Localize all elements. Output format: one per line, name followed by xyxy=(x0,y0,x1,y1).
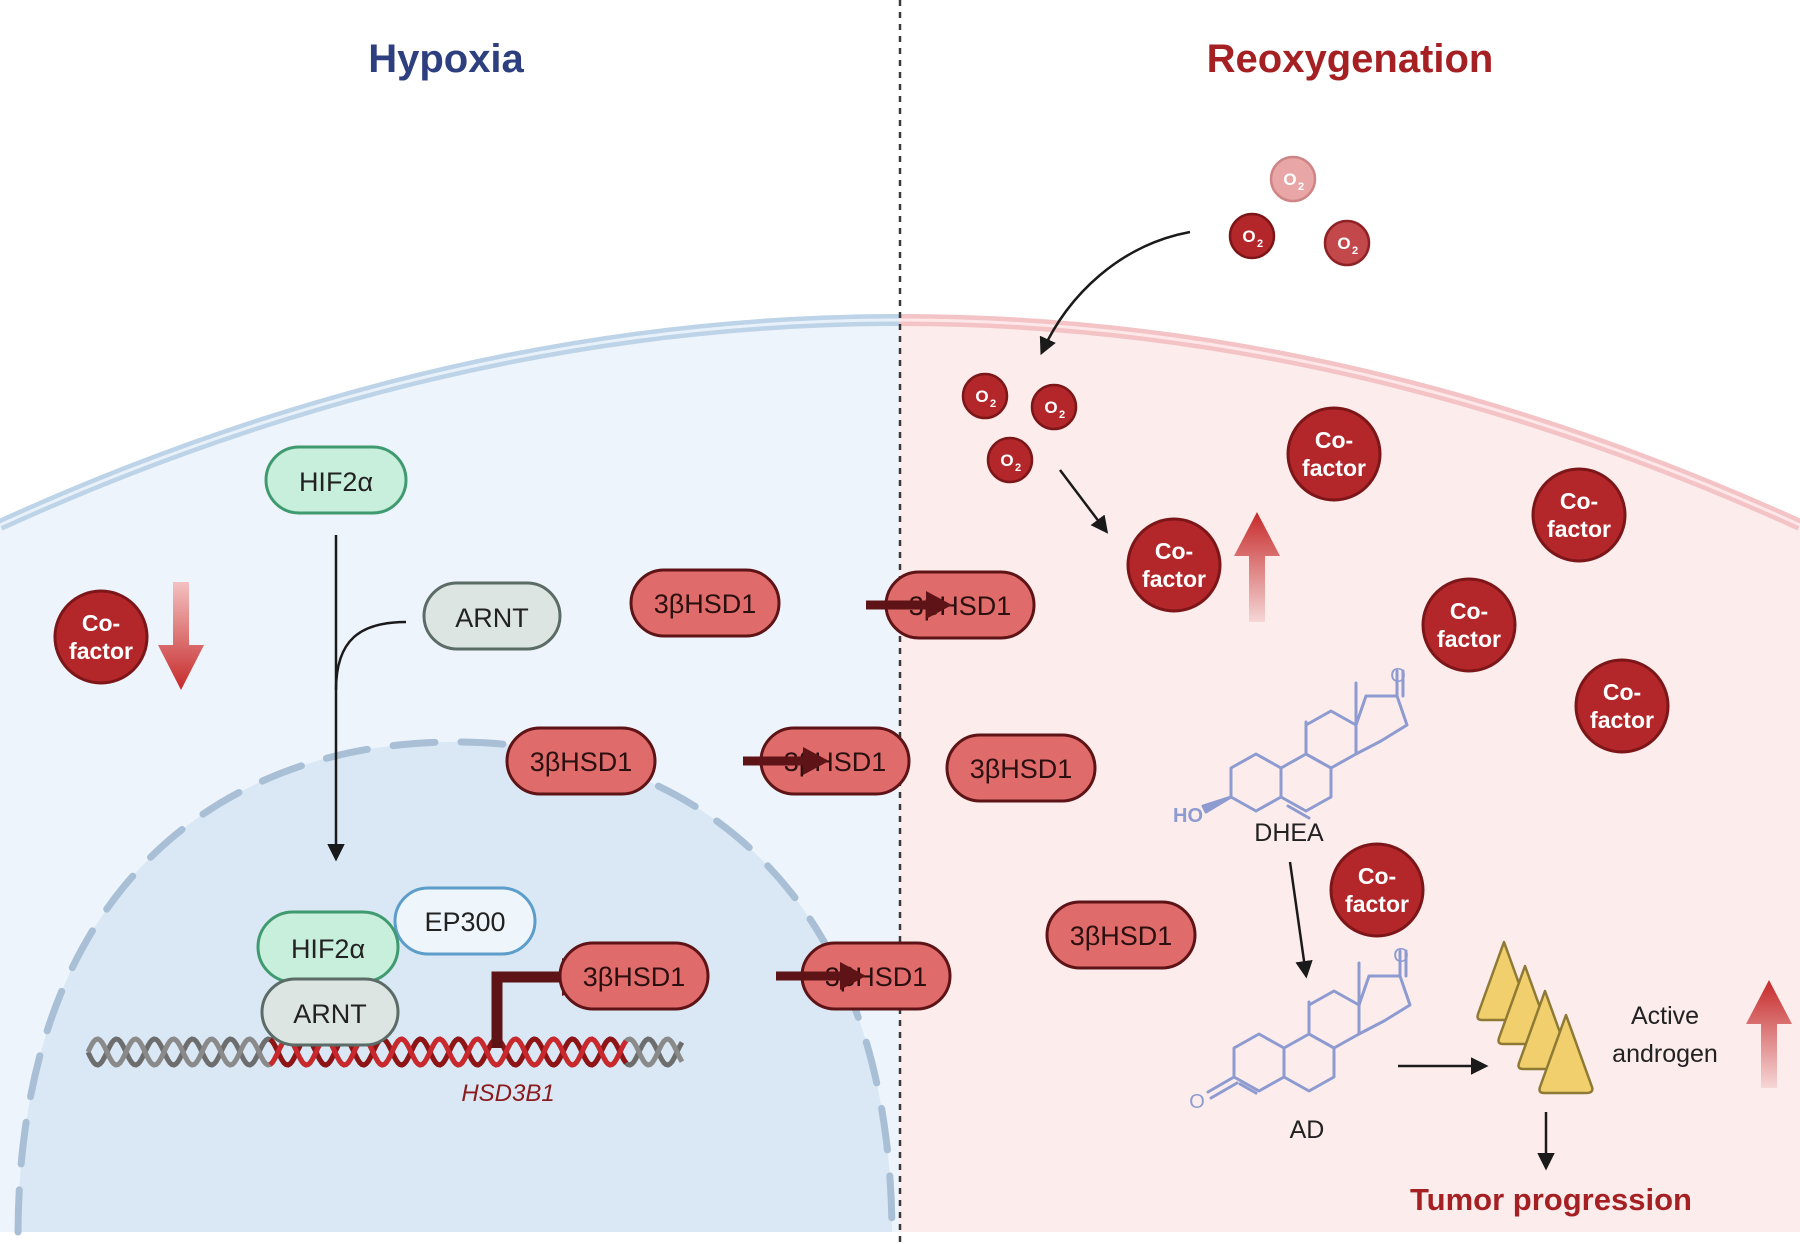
cofactor-label-line1: Co- xyxy=(1603,679,1641,705)
cofactor-label-line2: factor xyxy=(1590,707,1654,733)
hsd3b1-label: 3βHSD1 xyxy=(530,747,633,777)
hsd3b1-label: 3βHSD1 xyxy=(970,754,1073,784)
oxygen-entry-arrow xyxy=(1039,230,1191,356)
androgen-label-line1: Active xyxy=(1631,1002,1699,1030)
ad-label: AD xyxy=(1290,1116,1325,1144)
ad-oxygen-top: O xyxy=(1393,945,1409,967)
cofactor: Co-factor xyxy=(1126,517,1222,613)
svg-text:HIF2α: HIF2α xyxy=(299,467,373,497)
dhea-label: DHEA xyxy=(1254,819,1324,847)
title-reoxygenation: Reoxygenation xyxy=(1207,37,1494,81)
active-androgen-icon xyxy=(1476,940,1594,1095)
arnt-top: ARNT xyxy=(422,581,562,651)
cofactor: Co-factor xyxy=(1531,467,1627,563)
svg-text:EP300: EP300 xyxy=(424,907,505,937)
dhea-structure xyxy=(1201,669,1409,820)
gene-label: HSD3B1 xyxy=(461,1080,554,1107)
title-hypoxia: Hypoxia xyxy=(368,37,524,81)
ad-structure xyxy=(1206,949,1412,1100)
ad-oxygen-left: O xyxy=(1189,1091,1205,1113)
arnt-join-arrow xyxy=(334,620,407,691)
cofactor: Co-factor xyxy=(1329,842,1425,938)
hsd3b1-protein: 3βHSD1 xyxy=(629,568,781,638)
oxygen-subscript: 2 xyxy=(1352,245,1358,257)
dhea-hydroxyl-label: HO xyxy=(1173,805,1203,827)
svg-text:ARNT: ARNT xyxy=(293,999,367,1029)
oxygen-symbol: O xyxy=(1242,227,1255,246)
androgen-label-line2: androgen xyxy=(1612,1040,1718,1068)
cofactor-label-line1: Co- xyxy=(1560,488,1598,514)
cofactor-label-line2: factor xyxy=(1437,626,1501,652)
hsd3b1-label: 3βHSD1 xyxy=(1070,921,1173,951)
oxygen-to-cofactor-arrow xyxy=(1059,469,1109,534)
translation-arrows xyxy=(743,591,952,990)
ep300-bound: EP300 xyxy=(393,886,537,956)
oxygen-subscript: 2 xyxy=(1257,238,1263,250)
oxygen-symbol: O xyxy=(1337,234,1350,253)
hsd3b1-protein: 3βHSD1 xyxy=(1045,900,1197,970)
hif2a-bound: HIF2α xyxy=(256,910,400,984)
hif2a-top: HIF2α xyxy=(264,445,408,515)
cofactor-label-line2: factor xyxy=(1302,455,1366,481)
svg-text:factor: factor xyxy=(69,638,133,664)
transcription-start-arrow xyxy=(491,971,566,1048)
hsd3b1-protein: 3βHSD1 xyxy=(505,726,657,796)
cofactor-label-line1: Co- xyxy=(1450,598,1488,624)
oxygen-subscript: 2 xyxy=(1015,462,1021,474)
cofactor: Co-factor xyxy=(1574,658,1670,754)
svg-text:Co-: Co- xyxy=(82,610,120,636)
cofactor-label-line1: Co- xyxy=(1358,863,1396,889)
cofactor-left: Co- factor xyxy=(53,589,149,685)
cofactor-label-line1: Co- xyxy=(1315,427,1353,453)
cofactor: Co-factor xyxy=(1286,406,1382,502)
cofactor-label-line2: factor xyxy=(1345,891,1409,917)
oxygen-subscript: 2 xyxy=(990,398,996,410)
tumor-progression-label: Tumor progression xyxy=(1410,1182,1692,1217)
decrease-arrow xyxy=(158,582,204,690)
increase-arrow-cofactor xyxy=(1234,512,1280,622)
oxygen-subscript: 2 xyxy=(1059,409,1065,421)
dhea-oxygen-label: O xyxy=(1390,665,1406,687)
hsd3b1-protein: 3βHSD1 xyxy=(945,733,1097,803)
hsd3b1-label: 3βHSD1 xyxy=(583,962,686,992)
oxygen-symbol: O xyxy=(1044,398,1057,417)
cofactor-label-line1: Co- xyxy=(1155,538,1193,564)
cofactor: Co-factor xyxy=(1421,577,1517,673)
cofactor-label-line2: factor xyxy=(1547,516,1611,542)
oxygen-subscript: 2 xyxy=(1298,181,1304,193)
svg-text:ARNT: ARNT xyxy=(455,603,529,633)
dhea-to-ad-arrow xyxy=(1288,861,1313,979)
oxygen-symbol: O xyxy=(1283,170,1296,189)
increase-arrow-androgen xyxy=(1746,980,1792,1088)
cofactor-label-line2: factor xyxy=(1142,566,1206,592)
oxygen-symbol: O xyxy=(1000,451,1013,470)
oxygen-symbol: O xyxy=(975,387,988,406)
hsd3b1-label: 3βHSD1 xyxy=(654,589,757,619)
svg-text:HIF2α: HIF2α xyxy=(291,934,365,964)
hsd3b1-protein: 3βHSD1 xyxy=(558,941,710,1011)
arnt-bound: ARNT xyxy=(260,977,400,1047)
